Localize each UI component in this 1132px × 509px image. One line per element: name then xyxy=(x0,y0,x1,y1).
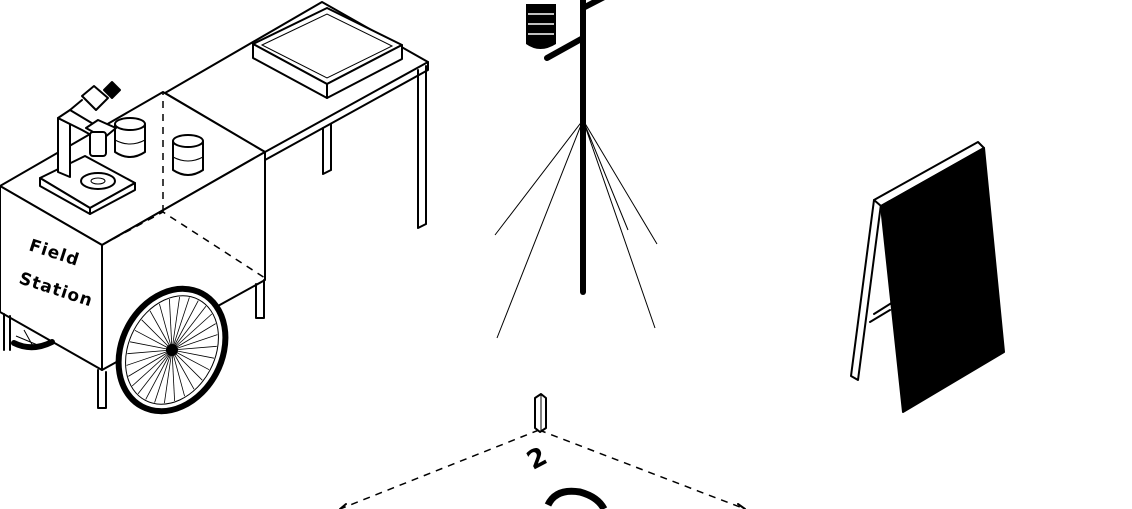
wheel-spoke xyxy=(129,341,173,351)
back-wheel xyxy=(11,329,55,351)
plot-number: 2 xyxy=(522,441,552,476)
wheel-spoke xyxy=(171,349,175,402)
wheel-spoke xyxy=(171,297,190,351)
wheel-spoke xyxy=(171,305,207,351)
sample-tray xyxy=(252,7,403,99)
chalkboard-sign xyxy=(850,141,1005,413)
guy-wires xyxy=(494,119,658,339)
wheel-spoke xyxy=(171,334,218,351)
plot-stake xyxy=(534,393,547,433)
wheel-spoke xyxy=(159,303,173,351)
wheel-spoke xyxy=(171,323,216,351)
beaker-icon xyxy=(114,117,146,158)
field-station-cart: Field Station xyxy=(0,1,429,415)
front-wheel xyxy=(115,285,229,415)
wheel-spoke xyxy=(171,313,213,351)
wheel-spoke xyxy=(154,349,173,403)
wheel-spoke xyxy=(145,349,173,400)
wheel-spoke xyxy=(171,296,180,351)
wheel-spoke xyxy=(137,349,173,395)
wheel-spoke xyxy=(126,349,173,366)
wheel-spoke xyxy=(149,310,173,351)
wheel-spoke xyxy=(164,349,173,404)
wheel-spoke xyxy=(131,349,173,387)
wheel-spoke xyxy=(169,298,173,351)
study-plot: 2 xyxy=(339,393,746,509)
wheel-spokes xyxy=(126,296,218,404)
wheel-spoke xyxy=(128,349,173,377)
wheel-spoke xyxy=(171,349,203,381)
wheel-spoke xyxy=(141,319,173,351)
wheel-spoke xyxy=(171,300,199,351)
rain-gauge-icon xyxy=(526,4,556,49)
wheel-spoke xyxy=(171,345,217,351)
wheel-spoke xyxy=(171,349,185,397)
wheel-spoke xyxy=(171,349,215,359)
microscope-icon xyxy=(39,81,136,215)
side-table xyxy=(164,1,429,229)
sensor-mast xyxy=(494,0,658,339)
wheel-spoke xyxy=(171,349,195,390)
beaker-icon-2 xyxy=(172,134,204,176)
wheel-spoke xyxy=(134,329,173,351)
wheel-spoke xyxy=(127,349,173,355)
wheel-spoke xyxy=(171,349,210,371)
